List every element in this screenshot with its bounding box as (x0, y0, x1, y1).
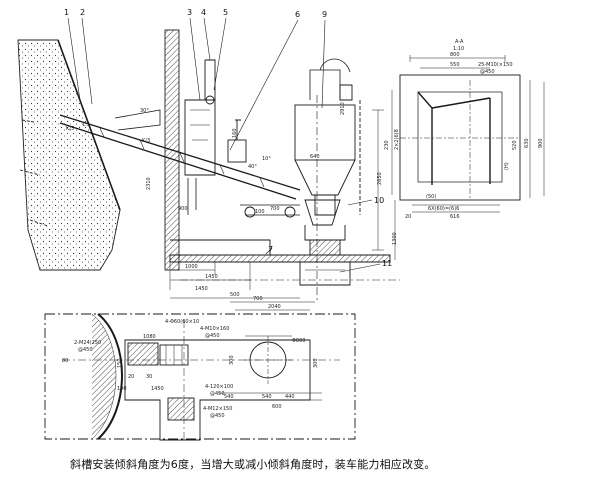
svg-text:2-M24(250: 2-M24(250 (74, 340, 101, 346)
svg-text:616: 616 (450, 214, 460, 220)
svg-text:25-M10(×150: 25-M10(×150 (478, 62, 513, 68)
inclined-chute (59, 114, 301, 200)
callout-3: 3 (187, 8, 192, 17)
svg-text:1:5: 1:5 (82, 122, 90, 128)
svg-text:150: 150 (117, 358, 123, 368)
svg-text:Φ800: Φ800 (292, 338, 305, 344)
svg-text:2650: 2650 (377, 172, 383, 185)
svg-text:20: 20 (128, 374, 134, 380)
plan-view-labels: 700 1080 2-M24(250 @450 4-Φ60(60×10 4-M1… (62, 296, 319, 419)
svg-text:40°: 40° (248, 164, 257, 170)
callout-4: 4 (201, 8, 206, 17)
svg-text:540: 540 (262, 394, 272, 400)
silo-wall-outline (17, 39, 121, 271)
svg-text:630: 630 (524, 138, 530, 148)
svg-text:100: 100 (117, 386, 127, 392)
svg-text:700: 700 (270, 206, 280, 212)
svg-text:600: 600 (272, 404, 282, 410)
section-aa-view (391, 55, 545, 213)
callout-6: 6 (295, 10, 300, 19)
svg-text:300: 300 (313, 358, 319, 368)
callout-9: 9 (322, 10, 327, 19)
svg-text:300: 300 (229, 355, 235, 365)
svg-text:@450: @450 (78, 347, 93, 353)
svg-text:2040: 2040 (268, 304, 281, 310)
svg-text:1450: 1450 (205, 274, 218, 280)
svg-text:550: 550 (450, 62, 460, 68)
svg-text:2×2(6)8: 2×2(6)8 (394, 129, 400, 150)
figure-caption: 斜槽安装倾斜角度为6度，当增大或减小倾斜角度时，装车能力相应改变。 (70, 458, 436, 471)
silo-wall-arc (97, 313, 123, 440)
svg-text:4-120×100: 4-120×100 (205, 384, 233, 390)
callout-numbers: 1 2 3 4 5 6 9 10 11 7 (64, 8, 392, 268)
callout-11: 11 (382, 259, 392, 268)
svg-text:30: 30 (146, 374, 152, 380)
section-aa-labels: A-A 1:10 800 550 25-M10(×150 @450 230 2×… (384, 39, 544, 220)
svg-text:2310: 2310 (146, 177, 152, 190)
section-frame-outer (399, 74, 521, 201)
callout-1: 1 (64, 8, 69, 17)
silo-wall-liner (57, 39, 121, 211)
svg-text:6X(60)=(6)6: 6X(60)=(6)6 (428, 206, 459, 212)
svg-text:30°: 30° (140, 108, 149, 114)
section-scale: 1:10 (453, 46, 464, 52)
svg-text:(H): (H) (504, 162, 510, 170)
svg-text:800: 800 (450, 52, 460, 58)
svg-text:(50): (50) (426, 194, 436, 200)
svg-text:10°: 10° (262, 156, 271, 162)
foundation-slab (169, 254, 391, 263)
callout-10: 10 (374, 196, 384, 205)
svg-text:1000: 1000 (185, 264, 198, 270)
svg-text:700: 700 (253, 296, 263, 302)
svg-text:900: 900 (178, 206, 188, 212)
svg-text:80: 80 (62, 358, 68, 364)
section-title: A-A (455, 39, 464, 45)
discharge-spout (304, 199, 341, 226)
svg-text:4-Φ60(60×10: 4-Φ60(60×10 (165, 319, 199, 325)
svg-text:20: 20 (405, 214, 411, 220)
svg-text:@450: @450 (210, 391, 225, 397)
svg-text:1080: 1080 (143, 334, 156, 340)
svg-text:2910: 2910 (340, 102, 346, 115)
receiving-hopper (294, 104, 356, 161)
elevation-view (17, 29, 400, 300)
svg-text:520: 520 (512, 140, 518, 150)
callout-2: 2 (80, 8, 85, 17)
svg-text:@450: @450 (210, 413, 225, 419)
svg-text:@450: @450 (205, 333, 220, 339)
svg-text:540: 540 (224, 394, 234, 400)
svg-text:K/3: K/3 (142, 138, 150, 144)
svg-text:900: 900 (538, 138, 544, 148)
svg-text:1450: 1450 (151, 386, 164, 392)
svg-text:1300: 1300 (392, 232, 398, 245)
svg-text:1450: 1450 (195, 286, 208, 292)
svg-text:230: 230 (384, 140, 390, 150)
motor-pipe (114, 109, 161, 131)
svg-text:440: 440 (285, 394, 295, 400)
svg-text:4-M10×160: 4-M10×160 (200, 326, 229, 332)
svg-text:500: 500 (230, 292, 240, 298)
callout-leaders (67, 17, 381, 273)
plan-view (44, 301, 356, 441)
callout-5: 5 (223, 8, 228, 17)
callout-7: 7 (268, 245, 273, 254)
svg-text:160: 160 (232, 128, 238, 138)
svg-text:100: 100 (255, 209, 265, 215)
actuator (227, 139, 247, 163)
svg-text:4-M12×150: 4-M12×150 (203, 406, 232, 412)
elevation-dimension-labels: 900 1450 1000 1450 500 2650 640 700 1300… (66, 102, 398, 298)
svg-text:@450: @450 (480, 69, 495, 75)
feeder-box (184, 99, 216, 176)
svg-text:640: 640 (310, 154, 320, 160)
svg-text:K/3: K/3 (66, 126, 74, 132)
section-frame-inner (417, 91, 503, 183)
